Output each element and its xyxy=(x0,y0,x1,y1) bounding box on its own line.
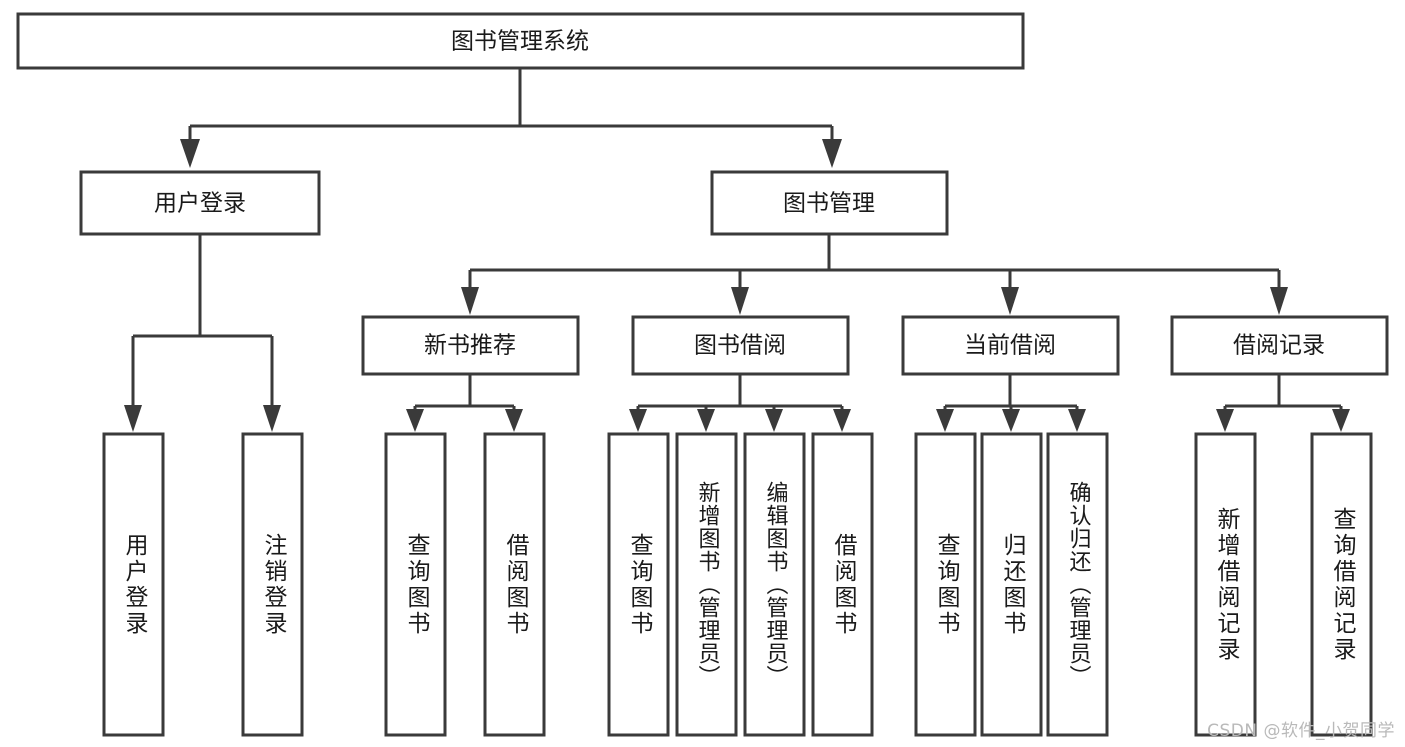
leaf-box-add-book-admin[interactable] xyxy=(675,432,738,737)
node-new-book-recommend-label: 新书推荐 xyxy=(424,333,516,359)
node-root-label: 图书管理系统 xyxy=(451,29,589,55)
connector-current-borrow-to-leaves xyxy=(936,374,1086,432)
leaf-box-user-login[interactable] xyxy=(102,432,165,737)
arrow-head-icon xyxy=(765,409,783,432)
leaf-box-borrow-book-2[interactable] xyxy=(811,432,874,737)
arrow-head-icon xyxy=(263,405,281,432)
connector-new-book-recommend-to-leaves xyxy=(406,374,523,432)
arrow-head-icon xyxy=(822,139,842,168)
arrow-head-icon xyxy=(936,409,954,432)
arrow-head-icon xyxy=(1001,287,1019,315)
node-root-box[interactable] xyxy=(16,12,1025,70)
node-borrow-record[interactable]: 借阅记录 xyxy=(1170,315,1389,376)
arrow-head-icon xyxy=(406,409,424,432)
node-book-management[interactable]: 图书管理 xyxy=(710,170,949,236)
arrow-head-icon xyxy=(1332,409,1350,432)
connector-book-management-to-level3 xyxy=(461,234,1288,315)
connector-book-borrow-to-leaves xyxy=(629,374,851,432)
node-borrow-record-label: 借阅记录 xyxy=(1233,333,1325,359)
node-root-system[interactable]: 图书管理系统 xyxy=(16,12,1025,70)
node-current-borrow-label: 当前借阅 xyxy=(964,333,1056,359)
arrow-head-icon xyxy=(731,287,749,315)
node-new-book-recommend-box[interactable] xyxy=(361,315,580,376)
arrow-head-icon xyxy=(124,405,142,432)
arrow-head-icon xyxy=(505,409,523,432)
node-user-login[interactable]: 用户登录 xyxy=(79,170,321,236)
node-user-login-box[interactable] xyxy=(79,170,321,236)
leaf-box-query-book-3[interactable] xyxy=(914,432,977,737)
watermark-text: CSDN @软件_小贺同学 xyxy=(1207,721,1395,741)
node-user-login-label: 用户登录 xyxy=(154,191,246,217)
node-book-management-label: 图书管理 xyxy=(783,191,875,217)
leaf-box-add-borrow-record[interactable] xyxy=(1194,432,1257,737)
connector-root-to-level2 xyxy=(180,68,842,168)
arrow-head-icon xyxy=(629,409,647,432)
node-book-borrow-label: 图书借阅 xyxy=(694,333,786,359)
node-book-borrow[interactable]: 图书借阅 xyxy=(631,315,850,376)
node-new-book-recommend[interactable]: 新书推荐 xyxy=(361,315,580,376)
node-current-borrow[interactable]: 当前借阅 xyxy=(901,315,1120,376)
arrow-head-icon xyxy=(180,139,200,168)
leaf-box-query-book-1[interactable] xyxy=(384,432,447,737)
connector-user-login-to-leaves xyxy=(124,234,281,432)
arrow-head-icon xyxy=(1216,409,1234,432)
arrow-head-icon xyxy=(697,409,715,432)
node-current-borrow-box[interactable] xyxy=(901,315,1120,376)
leaf-box-query-borrow-record[interactable] xyxy=(1310,432,1373,737)
arrow-head-icon xyxy=(1270,287,1288,315)
connector-borrow-record-to-leaves xyxy=(1216,374,1350,432)
leaf-box-confirm-return-admin[interactable] xyxy=(1046,432,1109,737)
leaf-box-borrow-book-1[interactable] xyxy=(483,432,546,737)
leaf-box-return-book[interactable] xyxy=(980,432,1043,737)
arrow-head-icon xyxy=(1002,409,1020,432)
arrow-head-icon xyxy=(461,287,479,315)
arrow-head-icon xyxy=(1068,409,1086,432)
leaf-box-edit-book-admin[interactable] xyxy=(743,432,806,737)
leaf-box-logout[interactable] xyxy=(241,432,304,737)
arrow-head-icon xyxy=(833,409,851,432)
leaf-box-query-book-2[interactable] xyxy=(607,432,670,737)
